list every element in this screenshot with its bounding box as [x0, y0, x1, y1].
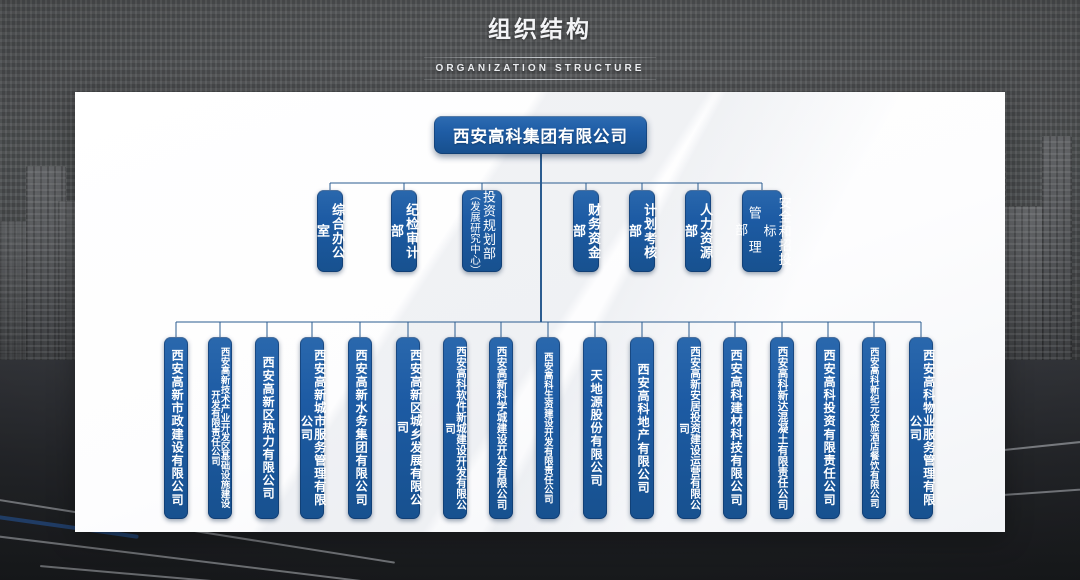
org-node-subsidiary-7[interactable]: 西安高科软件新城建设开发有限公司 — [443, 337, 467, 519]
org-node-department-2[interactable]: 纪检审计部 — [389, 190, 419, 272]
org-node-subsidiary-1[interactable]: 西安高新市政建设有限公司 — [164, 337, 188, 519]
org-node-subsidiary-14[interactable]: 西安高科新达混凝土有限责任公司 — [770, 337, 794, 519]
page-header: 组织结构 ORGANIZATION STRUCTURE — [0, 0, 1080, 84]
org-node-department-7[interactable]: 管 理 部安全和招投标 — [733, 190, 792, 272]
org-node-subsidiary-9[interactable]: 西安高科生资建设开发有限责任公司 — [536, 337, 560, 519]
org-node-subsidiary-17[interactable]: 西安高科物业服务管理有限公司 — [908, 337, 935, 519]
org-node-department-1[interactable]: 综合办公室 — [315, 190, 345, 272]
org-node-subsidiary-5[interactable]: 西安高新水务集团有限公司 — [348, 337, 372, 519]
org-node-subsidiary-2[interactable]: 西安高新技术产业开发区基础设施建设开发有限责任公司 — [208, 337, 232, 519]
org-node-subsidiary-3[interactable]: 西安高新区热力有限公司 — [255, 337, 279, 519]
divider-bottom — [424, 79, 656, 80]
org-node-subsidiary-12[interactable]: 西安高新安居投资建设运营有限公司 — [677, 337, 701, 519]
org-node-subsidiary-13[interactable]: 西安高科建材科技有限公司 — [723, 337, 747, 519]
org-node-root[interactable]: 西安高科集团有限公司 — [434, 116, 647, 154]
org-node-subsidiary-16[interactable]: 西安高科新纪元文旅酒店餐饮有限公司 — [862, 337, 886, 519]
page-title: 组织结构 — [488, 16, 592, 42]
org-node-subsidiary-11[interactable]: 西安高科地产有限公司 — [630, 337, 654, 519]
org-node-department-3[interactable]: （发展研究中心）投资规划部 — [462, 190, 502, 276]
org-node-subsidiary-6[interactable]: 西安高新区城乡发展有限公司 — [395, 337, 422, 519]
org-node-subsidiary-4[interactable]: 西安高新城市服务管理有限公司 — [299, 337, 326, 519]
department-sub-label: （发展研究中心） — [469, 190, 482, 276]
org-node-department-4[interactable]: 财务资金部 — [571, 190, 601, 272]
department-sub-label: 管 理 部 — [733, 206, 762, 256]
org-node-subsidiary-8[interactable]: 西安高新科学城建设开发有限公司 — [489, 337, 513, 519]
org-node-department-5[interactable]: 计划考核部 — [627, 190, 657, 272]
divider-top — [424, 57, 656, 58]
department-label: 安全和招投标 — [761, 195, 792, 267]
org-node-subsidiary-15[interactable]: 西安高科投资有限责任公司 — [816, 337, 840, 519]
org-node-subsidiary-10[interactable]: 天地源股份有限公司 — [583, 337, 607, 519]
page-subtitle: ORGANIZATION STRUCTURE — [435, 63, 645, 74]
subtitle-block: ORGANIZATION STRUCTURE — [424, 52, 656, 84]
department-label: 投资规划部 — [480, 190, 496, 261]
org-node-department-6[interactable]: 人力资源部 — [683, 190, 713, 272]
